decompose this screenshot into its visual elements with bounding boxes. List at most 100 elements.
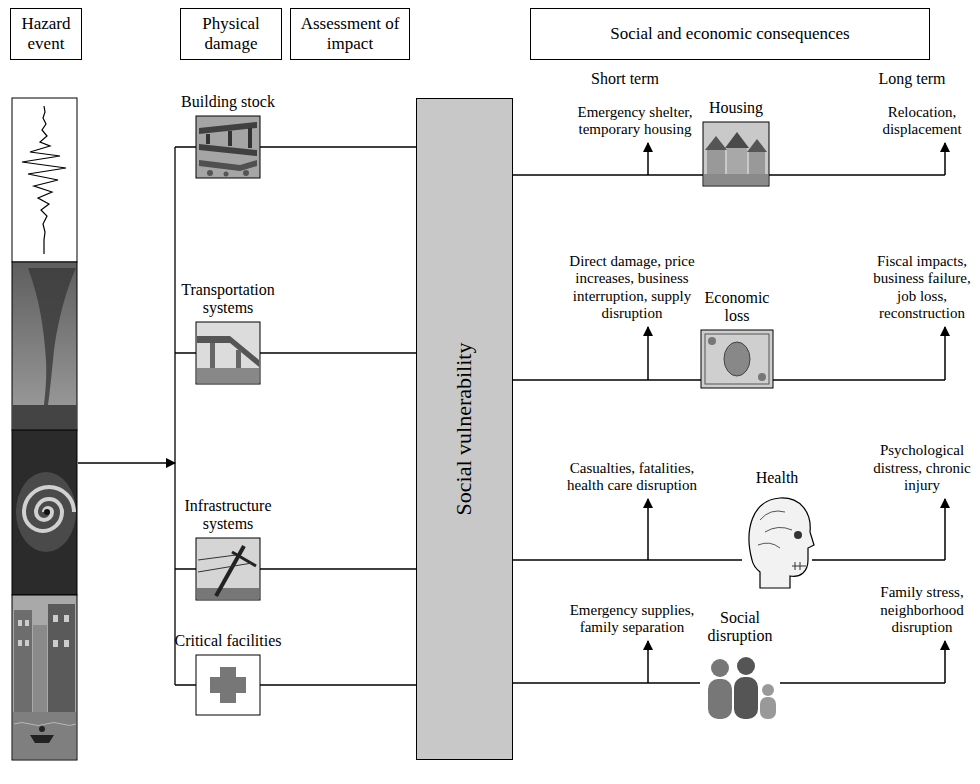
person-head (737, 657, 755, 675)
short-term-arrow (647, 641, 649, 683)
transport-picture (196, 322, 260, 384)
node-label: Social vulnerability (452, 343, 478, 516)
flood-water (13, 712, 76, 759)
flood-building (48, 604, 75, 715)
bracket-line (174, 147, 175, 685)
connector-line (283, 568, 416, 569)
long-term-line (769, 174, 945, 175)
damage-picture: Infrastructure systems (173, 497, 283, 600)
tornado-ground (12, 405, 77, 430)
bill-border (705, 334, 769, 384)
consequence-picture: Economic loss (701, 289, 773, 388)
water-ripple (14, 723, 76, 726)
short-term-note: Emergency shelter, temporary housing (562, 104, 708, 139)
short-term-arrow (647, 143, 649, 175)
hazard-arrow-line (78, 462, 175, 464)
hazard-strip (12, 98, 77, 760)
long-term-arrow (944, 499, 946, 560)
rubble (224, 172, 229, 177)
long-term-note: Family stress, neighborhood disruption (872, 584, 972, 636)
column-header: Physical damage (180, 8, 282, 60)
picture-frame (196, 116, 260, 178)
connector-line (513, 682, 700, 683)
overpass-column (236, 350, 241, 368)
wire (198, 563, 252, 572)
window (18, 620, 22, 626)
hurricane-panel (12, 430, 77, 595)
long-term-note: Fiscal impacts, business failure, job lo… (872, 253, 972, 322)
node-label: Social disruption (700, 609, 780, 646)
seismogram-panel (12, 98, 77, 262)
long-term-arrow (944, 327, 946, 380)
short-term-note: Emergency supplies, family separation (557, 602, 707, 637)
long-term-note: Fiscal impacts, business failure, job lo… (872, 253, 972, 322)
node-label: Critical facilities (173, 632, 283, 650)
window (53, 640, 58, 647)
long-term-line (780, 682, 945, 683)
house-wall (727, 148, 747, 174)
cross-symbol (210, 677, 246, 693)
facility-picture (196, 655, 260, 715)
node-label: Social and economic consequences (610, 24, 849, 44)
node-label: Building stock (173, 93, 283, 111)
picture-frame (196, 538, 260, 600)
boat-person (39, 726, 45, 732)
slab (199, 160, 257, 171)
flood-building (33, 625, 47, 715)
house-wall (749, 152, 765, 174)
hurricane-spiral (24, 487, 74, 531)
cloud-band (16, 472, 76, 552)
consequence-picture: Housing (703, 99, 769, 186)
time-heading: Long term (852, 70, 972, 88)
window (25, 620, 29, 626)
building-picture (196, 116, 260, 178)
rubble (207, 170, 213, 176)
person-body (734, 677, 758, 719)
person-head (762, 684, 774, 696)
long-term-line (773, 379, 945, 380)
column-header: Social and economic consequences (530, 8, 930, 60)
infrastructure-picture (196, 538, 260, 600)
node-label: Hazard event (15, 14, 77, 53)
hazard-arrow (78, 147, 283, 685)
connector-line (283, 146, 416, 147)
time-heading: Short term (565, 70, 685, 88)
damage-picture: Critical facilities (173, 632, 283, 715)
person-head (711, 659, 729, 677)
overpass-column (210, 343, 215, 368)
flood-building (14, 610, 32, 715)
long-term-line (812, 559, 945, 560)
connector-line (513, 559, 742, 560)
damage-picture: Building stock (173, 93, 283, 178)
node-label: Health (742, 469, 812, 487)
family-picture (708, 657, 776, 719)
long-term-arrow (944, 641, 946, 683)
short-term-note: Casualties, fatalities, health care disr… (557, 460, 707, 495)
overpass-deck (197, 336, 259, 367)
hurricane-eye (44, 509, 50, 515)
short-term-note: Emergency shelter, temporary housing (562, 104, 708, 139)
health-picture (749, 498, 814, 588)
column (206, 134, 210, 144)
ground (704, 174, 768, 185)
connector-line (513, 174, 703, 175)
head-outline (749, 498, 814, 588)
column (228, 131, 232, 146)
power-pole (216, 546, 244, 596)
node-label: Physical damage (185, 14, 277, 53)
seismogram-trace (22, 106, 66, 254)
short-term-arrow (647, 499, 649, 560)
bill-corner (758, 373, 766, 381)
short-term-note: Casualties, fatalities, health care disr… (557, 460, 707, 495)
window (64, 640, 69, 647)
window (25, 640, 29, 646)
column-header: Hazard event (10, 8, 82, 60)
roof (747, 139, 767, 152)
connector-line (513, 379, 701, 380)
consequence-picture: Social disruption (700, 609, 780, 720)
time-heading: Short term (565, 70, 685, 88)
bill-portrait (724, 342, 750, 376)
boat (30, 735, 54, 743)
